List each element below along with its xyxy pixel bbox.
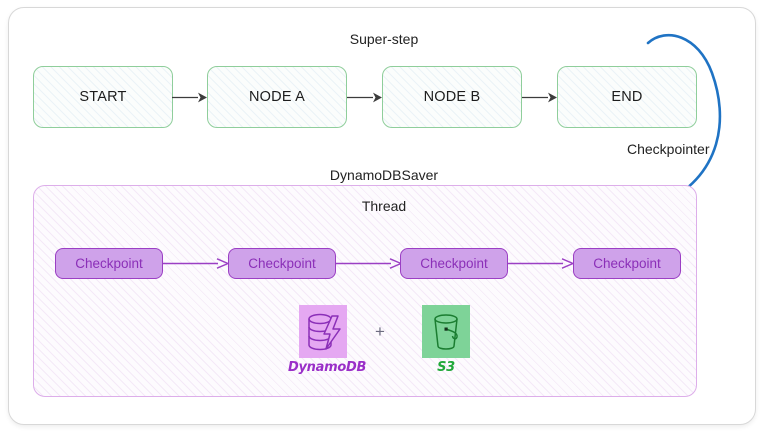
graph-node-start[interactable]: START	[33, 66, 173, 128]
graph-edge-arrow-icon	[522, 92, 557, 103]
graph-edge-arrow-icon	[172, 92, 207, 103]
dynamodbsaver-title: DynamoDBSaver	[329, 167, 439, 183]
checkpoint-node[interactable]: Checkpoint	[228, 248, 336, 279]
checkpoint-label: Checkpoint	[593, 256, 661, 271]
checkpoint-label: Checkpoint	[248, 256, 316, 271]
checkpointer-label: Checkpointer	[627, 141, 710, 157]
plus-sign: +	[375, 322, 385, 341]
checkpoint-node[interactable]: Checkpoint	[400, 248, 508, 279]
super-step-title: Super-step	[349, 31, 419, 47]
checkpoint-edge-arrow-icon	[336, 258, 401, 269]
checkpoint-node[interactable]: Checkpoint	[573, 248, 681, 279]
dynamodbsaver-panel	[33, 185, 697, 397]
service-s3[interactable]: S3	[411, 305, 481, 375]
graph-node-b[interactable]: NODE B	[382, 66, 522, 128]
checkpoint-label: Checkpoint	[420, 256, 488, 271]
graph-node-end[interactable]: END	[557, 66, 697, 128]
s3-bucket-icon	[422, 305, 470, 358]
graph-node-label: NODE B	[423, 89, 481, 105]
checkpoint-edge-arrow-icon	[508, 258, 573, 269]
thread-title: Thread	[361, 198, 407, 214]
checkpoint-label: Checkpoint	[75, 256, 143, 271]
checkpoint-edge-arrow-icon	[163, 258, 228, 269]
checkpoint-node[interactable]: Checkpoint	[55, 248, 163, 279]
graph-node-label: START	[79, 89, 127, 105]
graph-node-label: END	[611, 89, 643, 105]
s3-caption: S3	[437, 360, 455, 375]
dynamodb-icon	[299, 305, 347, 358]
dynamodb-caption: DynamoDB	[288, 360, 367, 375]
graph-edge-arrow-icon	[347, 92, 382, 103]
graph-node-label: NODE A	[249, 89, 305, 105]
service-dynamodb[interactable]: DynamoDB	[288, 305, 367, 375]
graph-node-a[interactable]: NODE A	[207, 66, 347, 128]
